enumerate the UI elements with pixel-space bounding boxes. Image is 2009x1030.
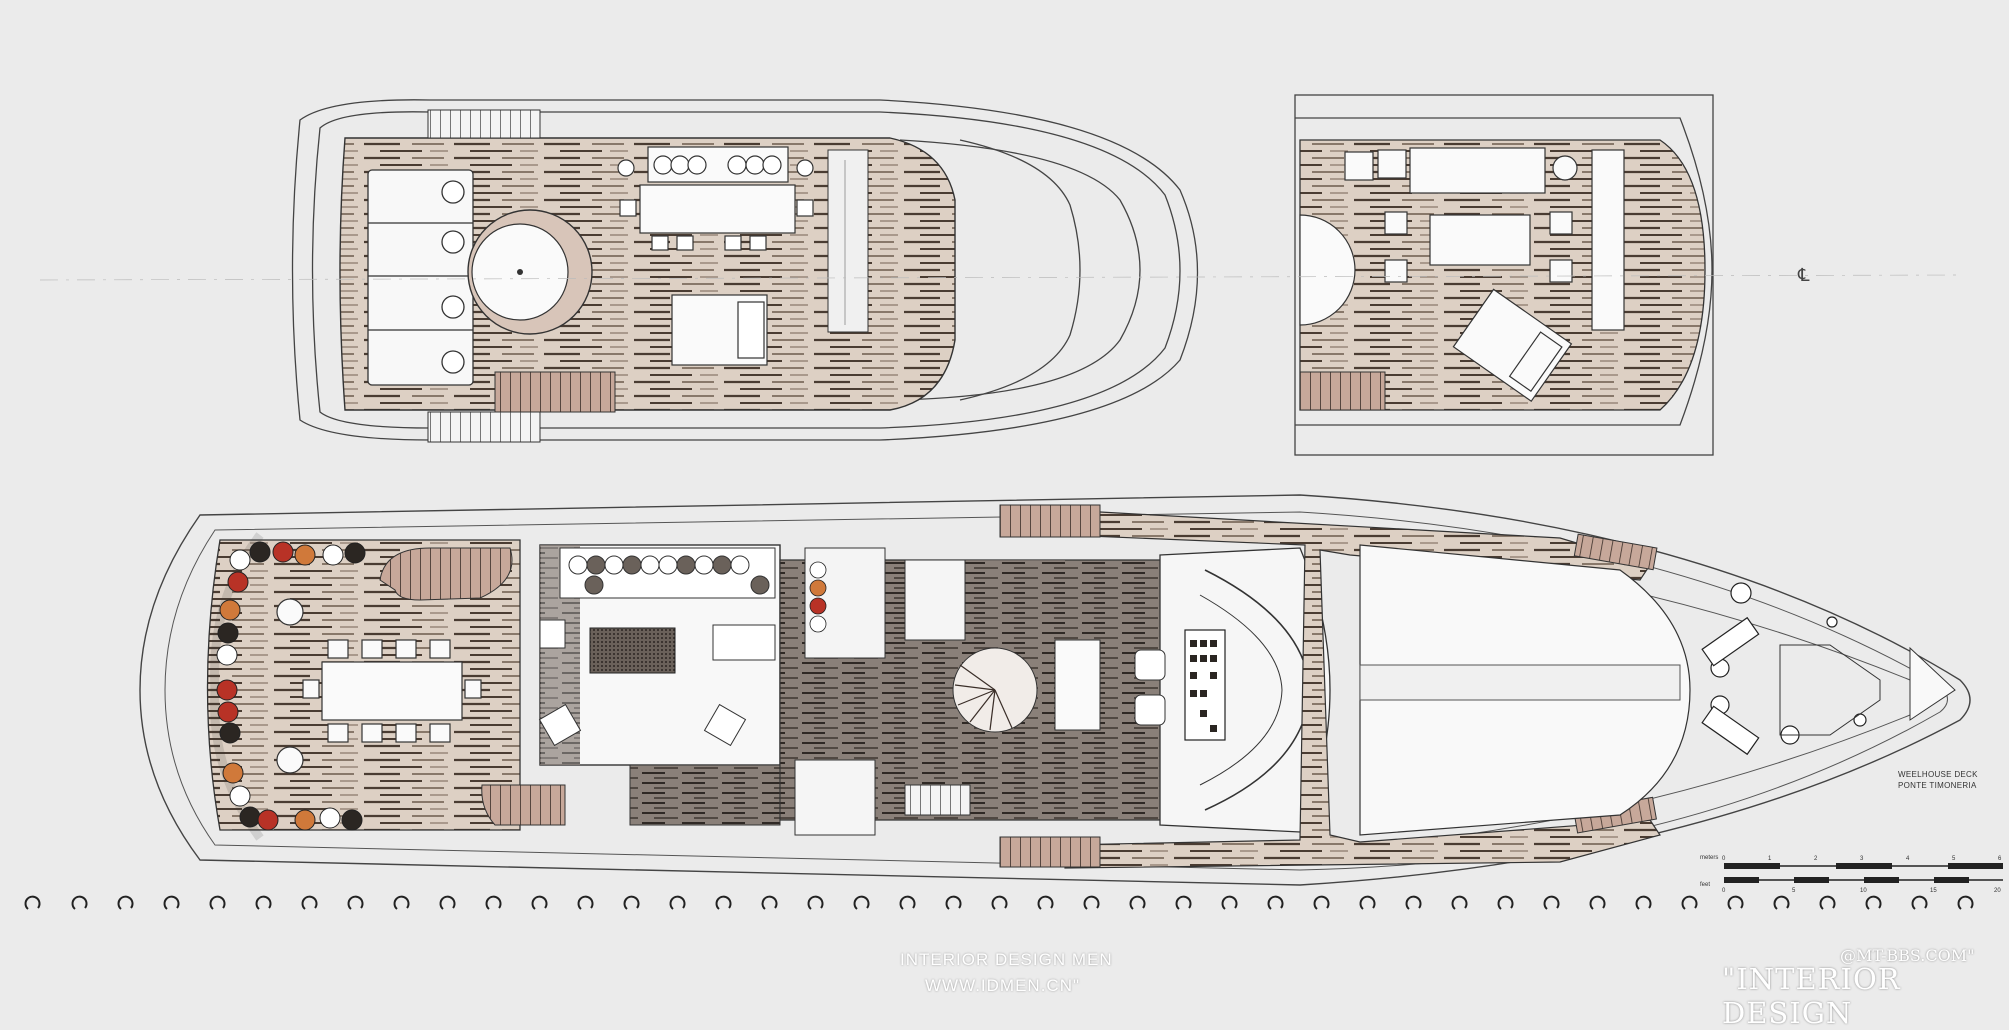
watermark-line-1: INTERIOR DESIGN MEN [900, 950, 1113, 969]
imperial-tick: 10 [1860, 888, 1867, 894]
helm-seats [1134, 649, 1166, 726]
captain-table [1054, 639, 1101, 731]
foredeck-sunpad-divider [1359, 664, 1681, 701]
helm-panel [1184, 629, 1226, 741]
metric-tick: 3 [1860, 856, 1864, 862]
scale-unit-imperial: feet [1700, 882, 1711, 888]
side-stair-bottom [999, 836, 1101, 868]
yacht-deck-plan-drawing: ℄ 0 1 2 3 4 5 6 [24, 94, 2003, 910]
grate-top [427, 109, 541, 139]
fwd-step-top [1573, 533, 1658, 571]
alt-lounge-set [1344, 147, 1625, 403]
watermark-line-4: "INTERIOR DESIGN [1722, 962, 1901, 1030]
alt-stair [1299, 371, 1386, 411]
helm-instruments [1190, 640, 1217, 732]
spiral-stair-treads [954, 664, 1013, 731]
metric-tick: 1 [1768, 856, 1772, 862]
imperial-tick: 20 [1994, 888, 2001, 894]
imperial-tick: 15 [1930, 888, 1937, 894]
aft-stair-lower [481, 784, 566, 826]
sunbed-double [671, 294, 768, 366]
anchor-winches [1701, 582, 1867, 756]
wc-lower [794, 759, 876, 836]
hull-outline-inner [164, 511, 1948, 871]
grate-bottom [427, 411, 541, 443]
metric-tick: 5 [1952, 856, 1956, 862]
jacuzzi [467, 209, 593, 335]
aft-spiral-stair [379, 547, 513, 601]
deck-name-italian: PONTE TIMONERIA [1898, 781, 1977, 790]
sun-deck-plan-right [1294, 94, 1714, 456]
metric-tick: 0 [1722, 856, 1726, 862]
metric-tick: 6 [1998, 856, 2002, 862]
bar-counter [827, 149, 869, 333]
helm-console-inner [1199, 594, 1283, 786]
aft-dining-set [276, 598, 482, 774]
aft-cushions [216, 541, 366, 831]
centerline-mark: ℄ [1797, 265, 1810, 286]
bow-chain-locker [1779, 644, 1881, 736]
salon-rug [589, 627, 676, 674]
side-stair-top [999, 504, 1101, 538]
guest-lounge-cushions [809, 561, 827, 633]
centerline-top [39, 274, 1961, 281]
metric-tick: 4 [1906, 856, 1910, 862]
dining-set-sun-deck [617, 146, 814, 251]
scale-bar: 0 1 2 3 4 5 6 0 5 10 15 20 [1722, 856, 2003, 894]
salon-armchairs [538, 619, 776, 747]
deck-name-english: WEELHOUSE DECK [1898, 770, 1978, 779]
hull-outline-outer [139, 494, 1971, 886]
metric-tick: 2 [1814, 856, 1818, 862]
sunbed [367, 169, 474, 386]
bow-tip [1909, 646, 1956, 721]
station-marks [24, 895, 1974, 910]
sun-deck-plan-left [291, 99, 1199, 441]
vent-grille-centre [904, 784, 971, 816]
alt-jacuzzi-half [1299, 214, 1356, 326]
scale-unit-metric: meters [1700, 855, 1719, 861]
imperial-tick: 5 [1792, 888, 1796, 894]
stair-to-deck [494, 371, 616, 413]
imperial-tick: 0 [1722, 888, 1726, 894]
watermark-line-3: @MT-BBS.COM" [1840, 946, 1975, 965]
salon-bar [629, 764, 781, 826]
wc-left [904, 559, 966, 641]
watermark-line-2: WWW.IDMEN.CN" [925, 976, 1081, 995]
salon-sofa [559, 547, 776, 599]
